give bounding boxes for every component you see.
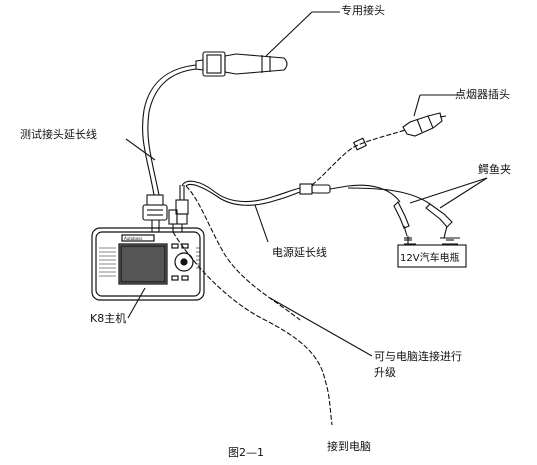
power-plug-icon	[175, 185, 189, 232]
label-special-connector: 专用接头	[341, 4, 385, 17]
alligator-clip-red-icon	[393, 201, 410, 237]
label-cigarette-plug: 点烟器插头	[455, 88, 510, 101]
special-connector-icon	[195, 51, 288, 77]
usb-cable	[172, 231, 333, 426]
label-alligator-clips: 鳄鱼夹	[478, 163, 511, 176]
battery-label: 12V汽车电瓶	[400, 251, 460, 264]
cigarette-plug-icon	[402, 112, 447, 137]
db-connector-icon	[142, 194, 168, 221]
label-power-extension-cable: 电源延长线	[272, 246, 327, 259]
label-pc-upgrade-line2: 升级	[374, 366, 396, 379]
figure-caption: 图2—1	[228, 446, 264, 459]
battery-icon	[397, 236, 467, 268]
main-unit	[91, 227, 205, 301]
test-extension-cable	[141, 64, 197, 196]
label-to-computer: 接到电脑	[327, 440, 371, 453]
device-brand-text: Autoboss	[124, 236, 142, 241]
alligator-clip-black-icon	[425, 203, 453, 239]
cigarette-cable	[311, 129, 406, 186]
label-main-unit: K8主机	[90, 312, 127, 325]
power-extension-cable	[181, 180, 301, 203]
label-test-extension-cable: 测试接头延长线	[20, 128, 97, 141]
label-pc-upgrade-line1: 可与电脑连接进行	[374, 350, 462, 363]
